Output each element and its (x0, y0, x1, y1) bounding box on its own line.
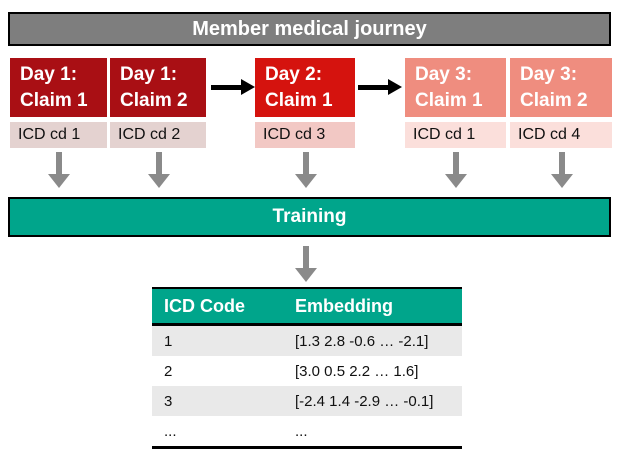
table-row: 1 [1.3 2.8 -0.6 … -2.1] (152, 326, 462, 356)
claim-box-day1-claim2: Day 1: Claim 2 (110, 58, 206, 117)
claim-day-label: Day 1: (120, 64, 178, 85)
claim-box-day1-claim1: Day 1: Claim 1 (10, 58, 107, 117)
claim-box-day2-claim1: Day 2: Claim 1 (255, 58, 355, 117)
arrow-shaft (453, 152, 459, 174)
arrow-head (295, 268, 317, 282)
arrow-shaft (211, 85, 241, 90)
table-row: 2 [3.0 0.5 2.2 … 1.6] (152, 356, 462, 386)
arrow-head (148, 174, 170, 188)
embedding-cell: [3.0 0.5 2.2 … 1.6] (295, 362, 419, 380)
table-row: 3 [-2.4 1.4 -2.9 … -0.1] (152, 386, 462, 416)
claim-day-label: Day 1: (20, 64, 78, 85)
arrow-down-icon (551, 152, 573, 188)
embedding-cell: [-2.4 1.4 -2.9 … -0.1] (295, 392, 434, 410)
training-bar: Training (8, 197, 611, 237)
icd-code-cell: ... (164, 422, 177, 440)
arrow-head (48, 174, 70, 188)
claim-number-label: Claim 1 (415, 90, 483, 111)
embedding-table: ICD Code Embedding 1 [1.3 2.8 -0.6 … -2.… (152, 287, 462, 449)
arrow-head (241, 79, 255, 95)
claim-number-label: Claim 2 (520, 90, 588, 111)
journey-title: Member medical journey (192, 17, 427, 40)
icd-code-label: ICD cd 1 (10, 122, 107, 148)
arrow-head (551, 174, 573, 188)
arrow-shaft (303, 152, 309, 174)
icd-code-label: ICD cd 1 (405, 122, 506, 148)
arrow-down-icon (148, 152, 170, 188)
arrow-shaft (156, 152, 162, 174)
icd-code-cell: 1 (164, 332, 173, 350)
arrow-head (388, 79, 402, 95)
column-header-embedding: Embedding (295, 295, 393, 316)
claim-number-label: Claim 2 (120, 90, 188, 111)
arrow-down-icon (445, 152, 467, 188)
arrow-right-icon (358, 79, 402, 96)
arrow-shaft (56, 152, 62, 174)
arrow-down-icon (48, 152, 70, 188)
claim-number-label: Claim 1 (265, 90, 333, 111)
journey-title-bar: Member medical journey (8, 12, 611, 46)
embedding-cell: [1.3 2.8 -0.6 … -2.1] (295, 332, 429, 350)
arrow-head (295, 174, 317, 188)
icd-code-label: ICD cd 2 (110, 122, 206, 148)
icd-code-cell: 3 (164, 392, 173, 410)
arrow-shaft (559, 152, 565, 174)
icd-code-label: ICD cd 3 (255, 122, 355, 148)
column-header-icd-code: ICD Code (164, 295, 245, 316)
claim-day-label: Day 2: (265, 64, 323, 85)
claim-day-label: Day 3: (520, 64, 578, 85)
icd-code-label: ICD cd 4 (510, 122, 612, 148)
arrow-shaft (358, 85, 388, 90)
claim-box-day3-claim1: Day 3: Claim 1 (405, 58, 506, 117)
claim-box-day3-claim2: Day 3: Claim 2 (510, 58, 612, 117)
icd-code-cell: 2 (164, 362, 173, 380)
arrow-right-icon (211, 79, 255, 96)
table-row: ... ... (152, 416, 462, 446)
arrow-down-icon (295, 152, 317, 188)
training-title: Training (272, 206, 347, 227)
arrow-shaft (303, 246, 309, 268)
arrow-down-icon (295, 246, 317, 282)
embedding-cell: ... (295, 422, 308, 440)
table-header-row: ICD Code Embedding (152, 289, 462, 326)
claim-day-label: Day 3: (415, 64, 473, 85)
arrow-head (445, 174, 467, 188)
claim-number-label: Claim 1 (20, 90, 88, 111)
